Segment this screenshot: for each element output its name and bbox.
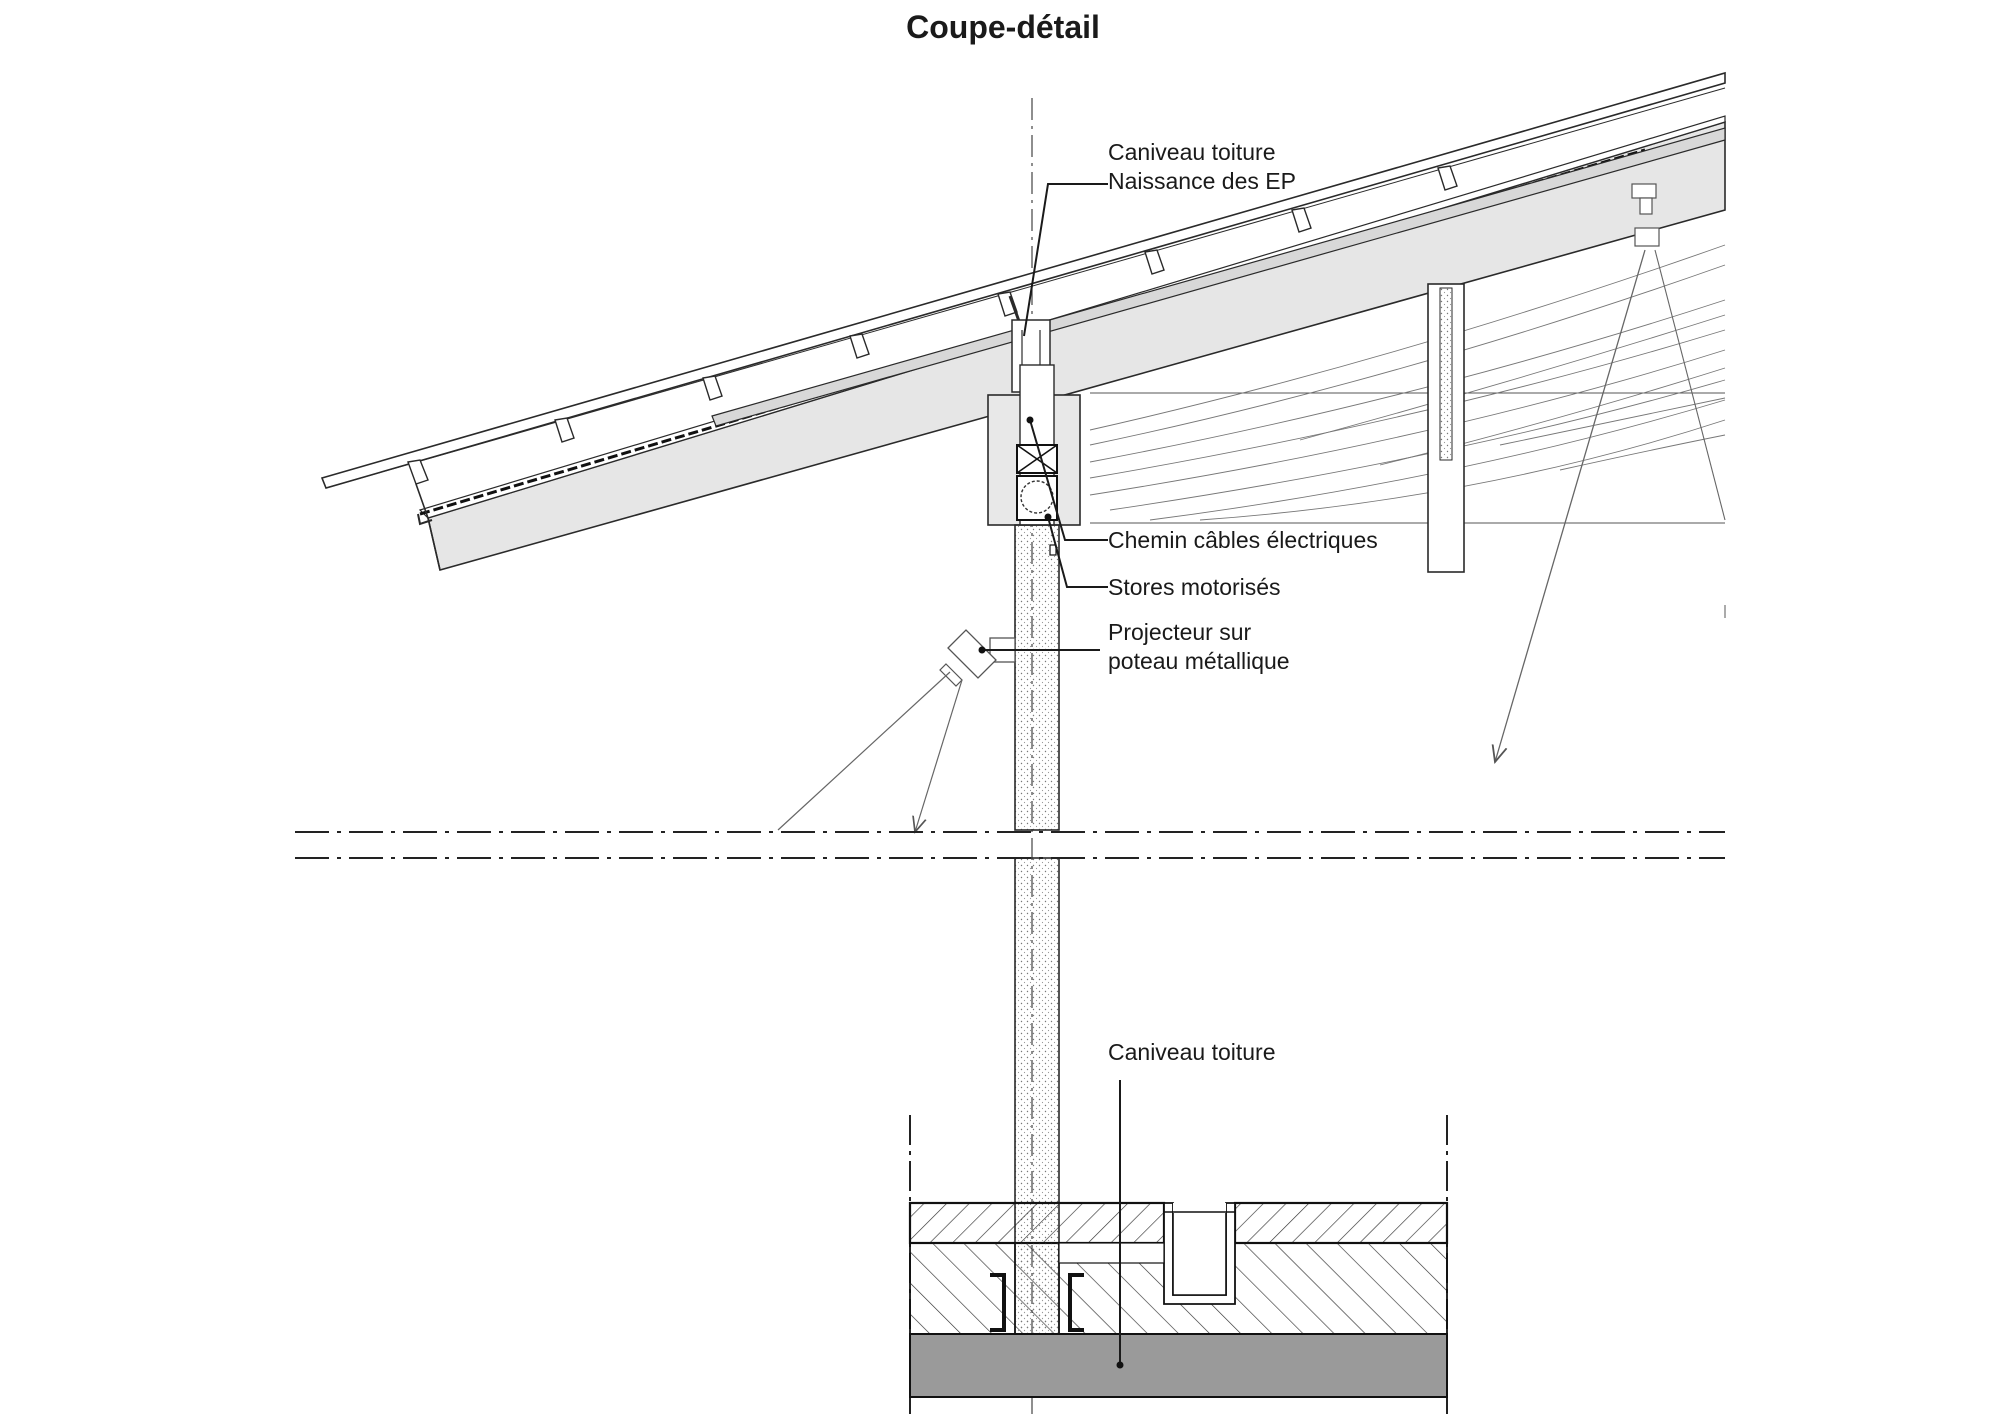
leader-blinds [1047,516,1108,588]
roof-gutter-lining [711,127,1726,427]
projector-light-ray-left [777,671,951,831]
label-cable-tray: Chemin câbles électriques [1108,527,1378,553]
drawing-title: Coupe-détail [906,9,1100,45]
beam-block [987,364,1081,526]
secondary-beam [1427,283,1465,573]
ceiling-lamella-lines [1089,244,1726,521]
leader-gutter-top [1023,183,1108,337]
foundation-sub-base [909,1333,1448,1398]
label-blinds: Stores motorisés [1108,574,1281,600]
roof-cladding [320,71,1726,489]
column-projector [939,629,1016,687]
projector-light-ray-left-2 [915,679,963,832]
leader-cable-tray [1029,419,1108,541]
roof-battens [407,165,1458,485]
floor-section [908,1115,1449,1414]
label-gutter-top-line2: Naissance des EP [1108,168,1296,194]
floor-screed-left [908,1201,1166,1245]
label-gutter-top-line1: Caniveau toiture [1108,139,1276,165]
ceiling-projector [1631,183,1660,247]
projector-light-ray-right [1495,249,1646,762]
floor-screed-right [1233,1201,1449,1245]
projector-light-ray-right-2 [1654,249,1726,521]
label-gutter-bottom: Caniveau toiture [1108,1039,1276,1065]
label-projector-line1: Projecteur sur [1108,619,1252,645]
label-projector-line2: poteau métallique [1108,648,1290,674]
